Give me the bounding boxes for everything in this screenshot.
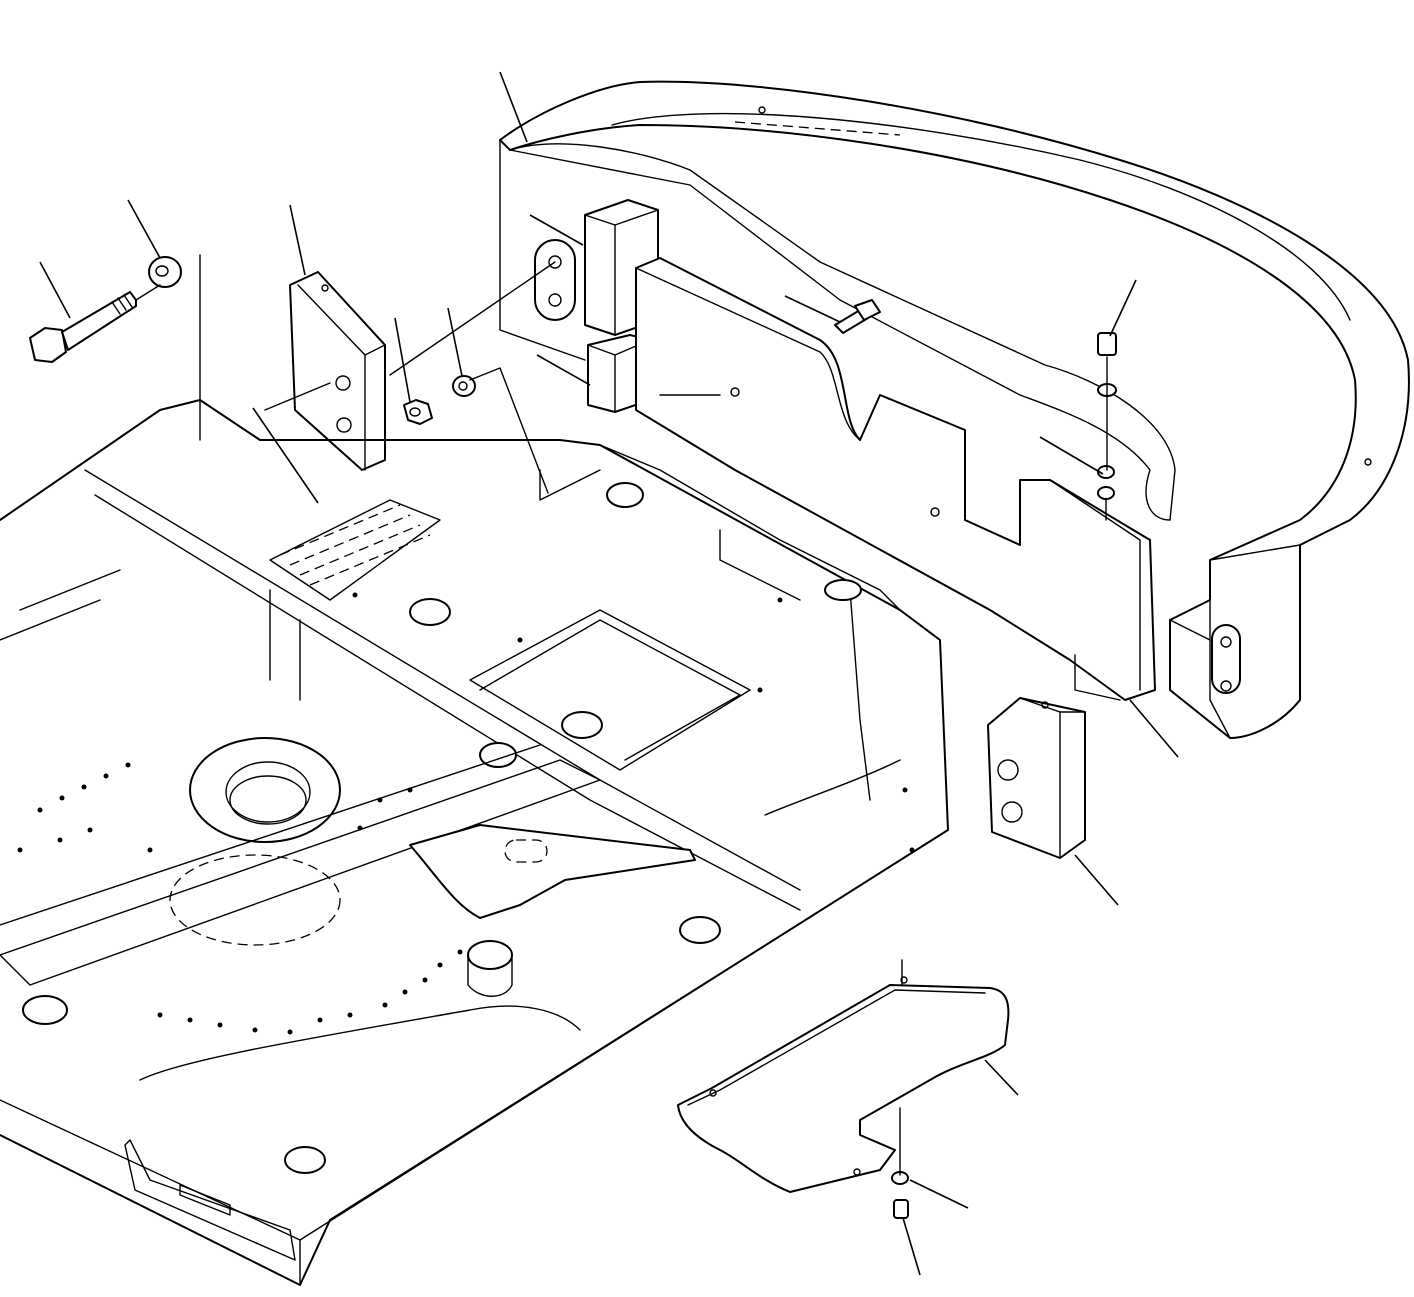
counterweight — [499, 80, 1410, 739]
leader-lines — [39, 71, 1179, 1276]
cap-screw — [1097, 332, 1117, 500]
spacer — [403, 399, 433, 425]
bottom-cover — [677, 976, 1010, 1193]
frame-bolt-holes — [17, 592, 915, 1035]
end-block-weight — [987, 697, 1086, 859]
assembly-lines — [135, 254, 1108, 1176]
cover-bolt — [891, 1171, 909, 1219]
inner-plate-weight — [635, 257, 1156, 701]
revolving-frame — [0, 399, 949, 1286]
center-bolt — [834, 299, 881, 334]
seal-washer — [452, 375, 476, 397]
side-block-weight — [289, 271, 386, 471]
washer — [148, 256, 182, 288]
mounting-bolt — [29, 291, 137, 363]
